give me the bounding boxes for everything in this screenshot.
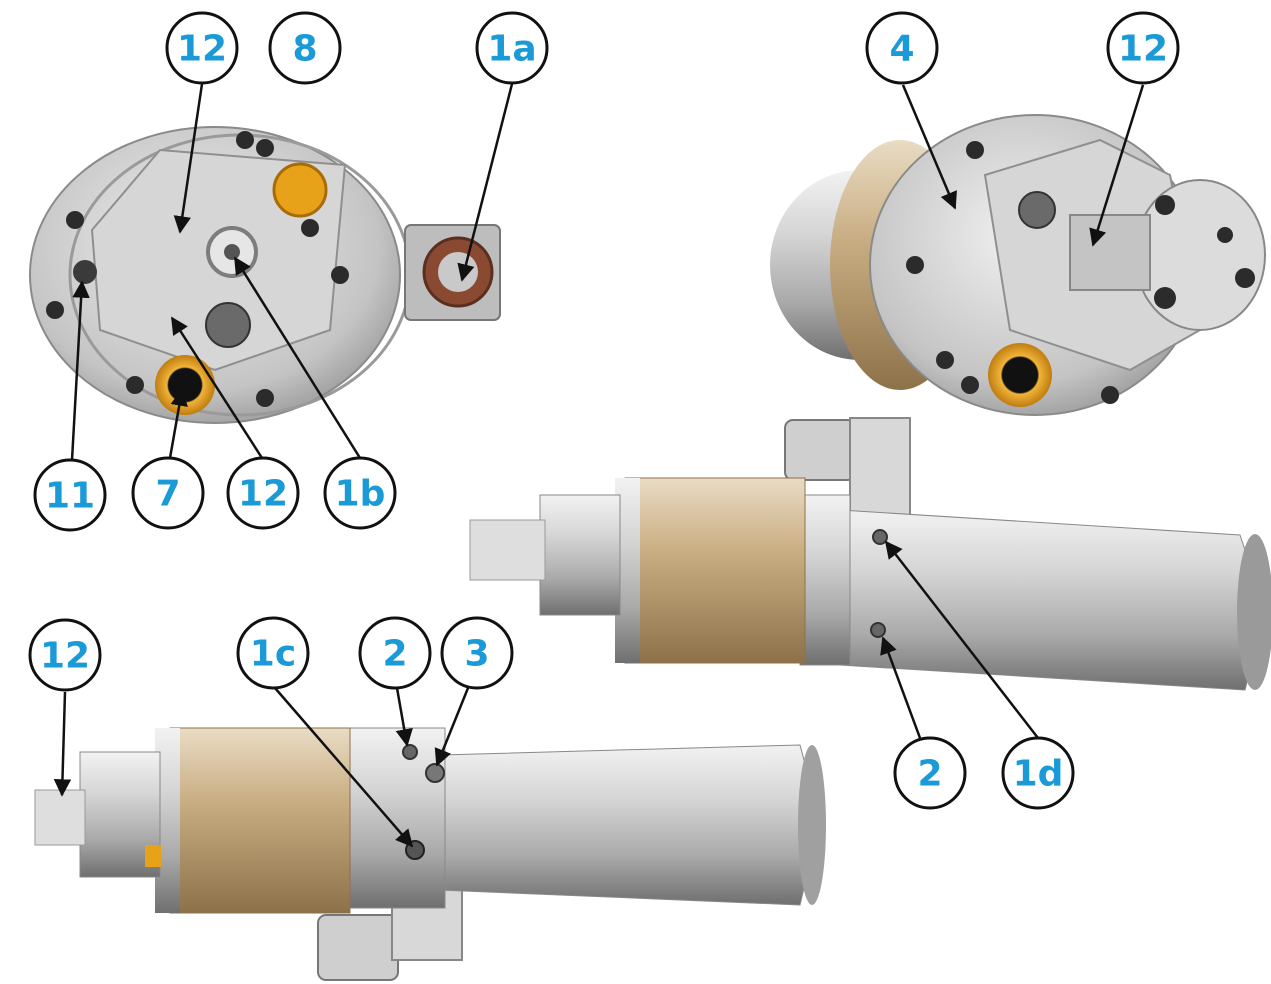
lower-tail-cap (798, 745, 826, 905)
side-view-lower (34, 727, 826, 981)
front-orange-port-7 (155, 355, 215, 415)
callout-12-bottom-left: 12 (28, 618, 102, 692)
callout-1d: 1d (1001, 736, 1075, 810)
upper-tail-cap (1237, 534, 1271, 690)
leader-2-right (880, 636, 922, 739)
lower-connector (317, 914, 399, 981)
front-bolts (46, 131, 349, 407)
leader-1a (457, 83, 514, 282)
lower-port-3 (425, 763, 445, 783)
upper-nose-shaft (469, 519, 546, 581)
leader-12-bottom-left (53, 691, 72, 797)
leader-lines (53, 83, 1145, 848)
callout-label: 4 (889, 29, 914, 70)
leader-12-top-left (173, 83, 204, 234)
lower-bronze-body (169, 727, 351, 914)
callout-12-top-left: 12 (165, 11, 239, 85)
upper-steel-collar (799, 494, 851, 666)
leader-7 (168, 388, 188, 459)
callout-label: 11 (45, 476, 95, 517)
upper-connector-bracket (849, 417, 911, 524)
lower-steel-collar (344, 727, 446, 909)
callout-1c: 1c (236, 616, 310, 690)
callout-1b: 1b (323, 456, 397, 530)
callout-label: 1b (335, 474, 386, 515)
callout-label: 12 (1118, 29, 1168, 70)
upper-connector (784, 419, 856, 481)
front-end-view (29, 126, 501, 424)
rear-bolts (906, 141, 1255, 404)
rear-end-view (770, 114, 1266, 416)
callout-2-bottom: 2 (358, 616, 432, 690)
lower-tail-cylinder (439, 744, 821, 906)
callout-label: 2 (382, 634, 407, 675)
callout-8: 8 (268, 11, 342, 85)
upper-bronze-body (624, 477, 806, 664)
callout-4: 4 (865, 11, 939, 85)
front-fitting-1b-core (224, 244, 240, 260)
upper-nose-block (539, 494, 621, 616)
front-hex-bolt (205, 302, 251, 348)
leader-3 (434, 687, 470, 767)
leader-12-mid (170, 316, 264, 459)
front-small-hole-11 (73, 260, 97, 284)
callout-3: 3 (440, 616, 514, 690)
callout-label: 1d (1013, 754, 1064, 795)
rear-orange-port (988, 343, 1052, 407)
leader-1c (274, 687, 414, 848)
lower-orange-fitting (145, 845, 161, 867)
callout-1a: 1a (475, 11, 549, 85)
leader-11 (70, 280, 90, 461)
callout-label: 3 (464, 634, 489, 675)
side-view-upper (469, 417, 1271, 691)
rear-hex-bolt (1018, 191, 1056, 229)
callout-7: 7 (131, 456, 205, 530)
upper-port-2 (870, 622, 886, 638)
callouts: 12 8 1a 4 12 11 7 12 (28, 11, 1180, 810)
leader-1b (233, 256, 362, 459)
callout-label: 1a (487, 29, 536, 70)
callout-label: 8 (292, 29, 317, 70)
lower-port-2 (402, 744, 418, 760)
callout-12-mid: 12 (226, 456, 300, 530)
leader-2-bottom (395, 687, 413, 747)
leader-1d (884, 540, 1039, 739)
rear-tool-holder (1134, 179, 1266, 331)
leader-4 (901, 84, 957, 210)
lower-nose-shaft (34, 789, 86, 846)
callout-label: 12 (177, 29, 227, 70)
callout-11: 11 (33, 458, 107, 532)
upper-tail-cylinder (839, 509, 1266, 691)
rear-shaft-block (1069, 214, 1151, 291)
leader-12-top-right (1089, 84, 1145, 247)
callout-2-right: 2 (893, 736, 967, 810)
callout-label: 2 (917, 754, 942, 795)
front-connector-pins (438, 252, 478, 292)
callout-label: 7 (155, 474, 180, 515)
callout-label: 1c (250, 634, 296, 675)
callout-label: 12 (40, 636, 90, 677)
callout-label: 12 (238, 474, 288, 515)
upper-port-1d (872, 529, 888, 545)
callout-12-top-right: 12 (1106, 11, 1180, 85)
front-orange-port-8 (272, 162, 328, 218)
